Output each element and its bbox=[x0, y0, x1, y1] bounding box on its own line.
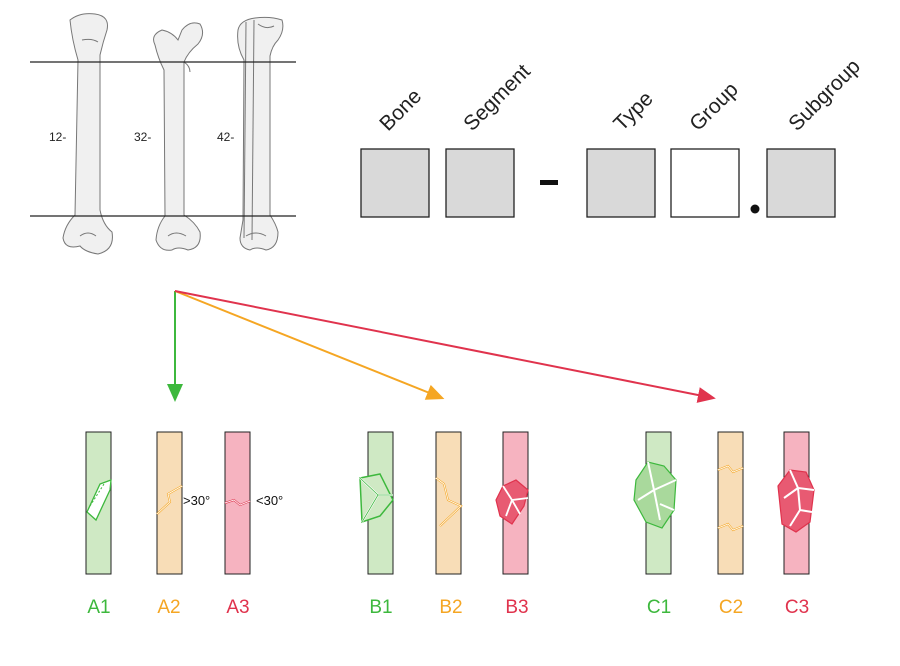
bone-box bbox=[360, 148, 430, 218]
label-b1: B1 bbox=[369, 597, 392, 618]
bone-label-humerus: 12- bbox=[49, 130, 66, 144]
fracture-b2 bbox=[435, 431, 463, 575]
code-boxes bbox=[360, 148, 836, 218]
dash-separator bbox=[540, 180, 558, 185]
angle-label-lt30: <30° bbox=[256, 493, 283, 508]
label-c2: C2 bbox=[719, 597, 743, 618]
fracture-c2 bbox=[717, 431, 744, 575]
arrow-type-c bbox=[174, 290, 716, 403]
arrow-type-b bbox=[174, 290, 445, 400]
bone-label-femur: 32- bbox=[134, 130, 151, 144]
fracture-b1 bbox=[359, 431, 394, 575]
fracture-a1 bbox=[85, 431, 112, 575]
dot-separator bbox=[750, 204, 760, 214]
fracture-b3 bbox=[495, 431, 529, 575]
label-a2: A2 bbox=[157, 597, 180, 618]
label-b3: B3 bbox=[505, 597, 528, 618]
bones-illustration bbox=[30, 13, 296, 255]
label-c3: C3 bbox=[785, 597, 809, 618]
label-a1: A1 bbox=[87, 597, 110, 618]
header-bone: Bone bbox=[375, 85, 426, 136]
femur-bone bbox=[153, 22, 204, 251]
subgroup-box bbox=[766, 148, 836, 218]
label-b2: B2 bbox=[439, 597, 462, 618]
header-subgroup: Subgroup bbox=[784, 55, 865, 136]
tibia-fibula-bone bbox=[237, 16, 284, 251]
segment-box bbox=[445, 148, 515, 218]
fracture-labels: A1 A2 A3 B1 B2 B3 C1 C2 C3 bbox=[87, 597, 809, 618]
fracture-a3 bbox=[224, 431, 251, 575]
group-box bbox=[670, 148, 740, 218]
branch-arrows bbox=[167, 290, 716, 403]
angle-label-gt30: >30° bbox=[183, 493, 210, 508]
fracture-a2 bbox=[156, 431, 183, 575]
header-segment: Segment bbox=[459, 60, 535, 136]
fracture-c1 bbox=[633, 431, 677, 575]
header-type: Type bbox=[609, 87, 657, 135]
code-headers: Bone Segment Type Group Subgroup bbox=[375, 55, 865, 136]
label-a3: A3 bbox=[226, 597, 249, 618]
label-c1: C1 bbox=[647, 597, 671, 618]
type-box bbox=[586, 148, 656, 218]
bone-label-tibia: 42- bbox=[217, 130, 234, 144]
humerus-bone bbox=[62, 13, 113, 255]
header-group: Group bbox=[685, 78, 743, 136]
fracture-c3 bbox=[777, 431, 815, 575]
